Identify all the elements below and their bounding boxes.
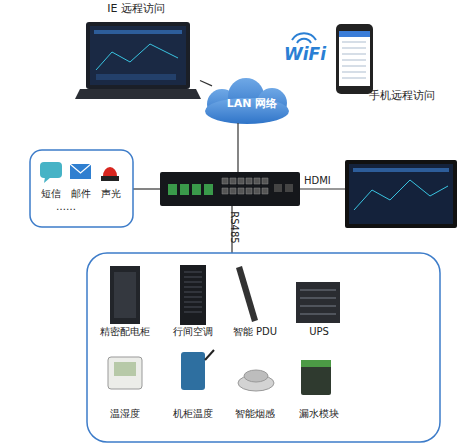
node-label: IE 远程访问 — [107, 3, 165, 15]
leak-module-icon — [301, 360, 331, 395]
node-label: 机柜温度 — [173, 408, 213, 420]
cloud-shape — [205, 78, 289, 124]
terminal-block — [204, 184, 213, 195]
device-node: 手机远程访问 — [330, 20, 435, 102]
phone-body — [336, 24, 373, 94]
mail-flap — [70, 164, 91, 173]
device-node: 漏水模块 — [286, 350, 352, 420]
terminal-block — [180, 184, 189, 195]
phone-list — [342, 42, 366, 78]
pdu-icon — [236, 266, 258, 322]
siren-dome — [103, 167, 117, 176]
cloud-lobe — [205, 98, 289, 124]
cabinet-icon — [110, 266, 140, 324]
ups-slots — [300, 290, 336, 314]
device-node: 温湿度 — [92, 350, 158, 420]
smoke-sensor-top — [244, 370, 268, 382]
laptop-frame — [86, 22, 190, 89]
cloud-node: LAN 网络 — [212, 84, 292, 124]
laptop-screen — [90, 26, 186, 85]
node-label: 精密配电柜 — [100, 326, 150, 338]
node-label: 行间空调 — [173, 326, 213, 338]
hdmi-wire — [300, 188, 345, 189]
device-node: 行间空调 — [160, 262, 226, 338]
device-node: 智能烟感 — [222, 350, 288, 420]
node-label: 手机远程访问 — [369, 90, 435, 102]
device-group-box — [87, 253, 440, 442]
aircon-grille — [184, 272, 202, 312]
leak-module-top — [301, 360, 331, 367]
node-label: 温湿度 — [110, 408, 140, 420]
annotation-label: …… — [56, 201, 76, 212]
sms-icon — [40, 162, 62, 178]
mail-icon — [70, 164, 91, 179]
node-label: 漏水模块 — [299, 408, 339, 420]
bus-label: RS485 — [229, 211, 240, 243]
terminal-block — [192, 184, 201, 195]
device-node: 邮件 — [66, 158, 96, 200]
phone-screen — [339, 31, 370, 86]
usb-port — [274, 184, 282, 192]
alarm-group-box — [30, 150, 133, 227]
lan-wire — [237, 123, 238, 172]
phone-header — [339, 31, 370, 37]
network-link — [200, 80, 212, 85]
device-node: UPS — [286, 262, 352, 338]
node-label: LAN 网络 — [227, 98, 278, 110]
wifi-arc — [297, 39, 311, 43]
node-label: 智能烟感 — [235, 408, 275, 420]
device-node: IE 远程访问 — [72, 3, 200, 100]
cabinet-temp-icon — [181, 352, 205, 390]
cabinet-door — [114, 272, 136, 318]
thermohygro-screen — [114, 362, 136, 376]
display-chart — [354, 180, 448, 210]
device-node: 精密配电柜 — [92, 262, 158, 338]
display-screen — [349, 164, 453, 224]
aircon-icon — [180, 265, 206, 325]
ethernet-ports — [222, 178, 268, 194]
controller-device — [160, 172, 300, 206]
device-node: 智能 PDU — [222, 262, 288, 338]
usb-port — [285, 184, 293, 192]
display-frame — [345, 160, 457, 228]
device-node: 短信 — [36, 158, 66, 200]
annotation-label: WiFi — [284, 44, 326, 64]
thermohygro-icon — [108, 357, 142, 389]
node-label: 短信 — [41, 188, 61, 200]
node-label: UPS — [309, 326, 329, 338]
alarm-wire — [133, 188, 160, 189]
terminal-block — [168, 184, 177, 195]
laptop-base — [75, 89, 201, 99]
annotation-label: HDMI — [304, 175, 331, 186]
sms-icon-tail — [44, 177, 51, 183]
device-node: 机柜温度 — [160, 350, 226, 420]
screen-panel — [96, 74, 176, 80]
node-label: 邮件 — [71, 188, 91, 200]
screen-chart — [96, 44, 178, 70]
sensor-antenna — [205, 350, 214, 360]
node-label: 声光 — [101, 188, 121, 200]
ups-icon — [296, 282, 340, 323]
node-label: 智能 PDU — [233, 326, 277, 338]
device-node: 声光 — [96, 158, 126, 200]
siren-base — [101, 176, 119, 181]
display-bar — [353, 168, 449, 172]
screen-bar — [94, 30, 182, 34]
